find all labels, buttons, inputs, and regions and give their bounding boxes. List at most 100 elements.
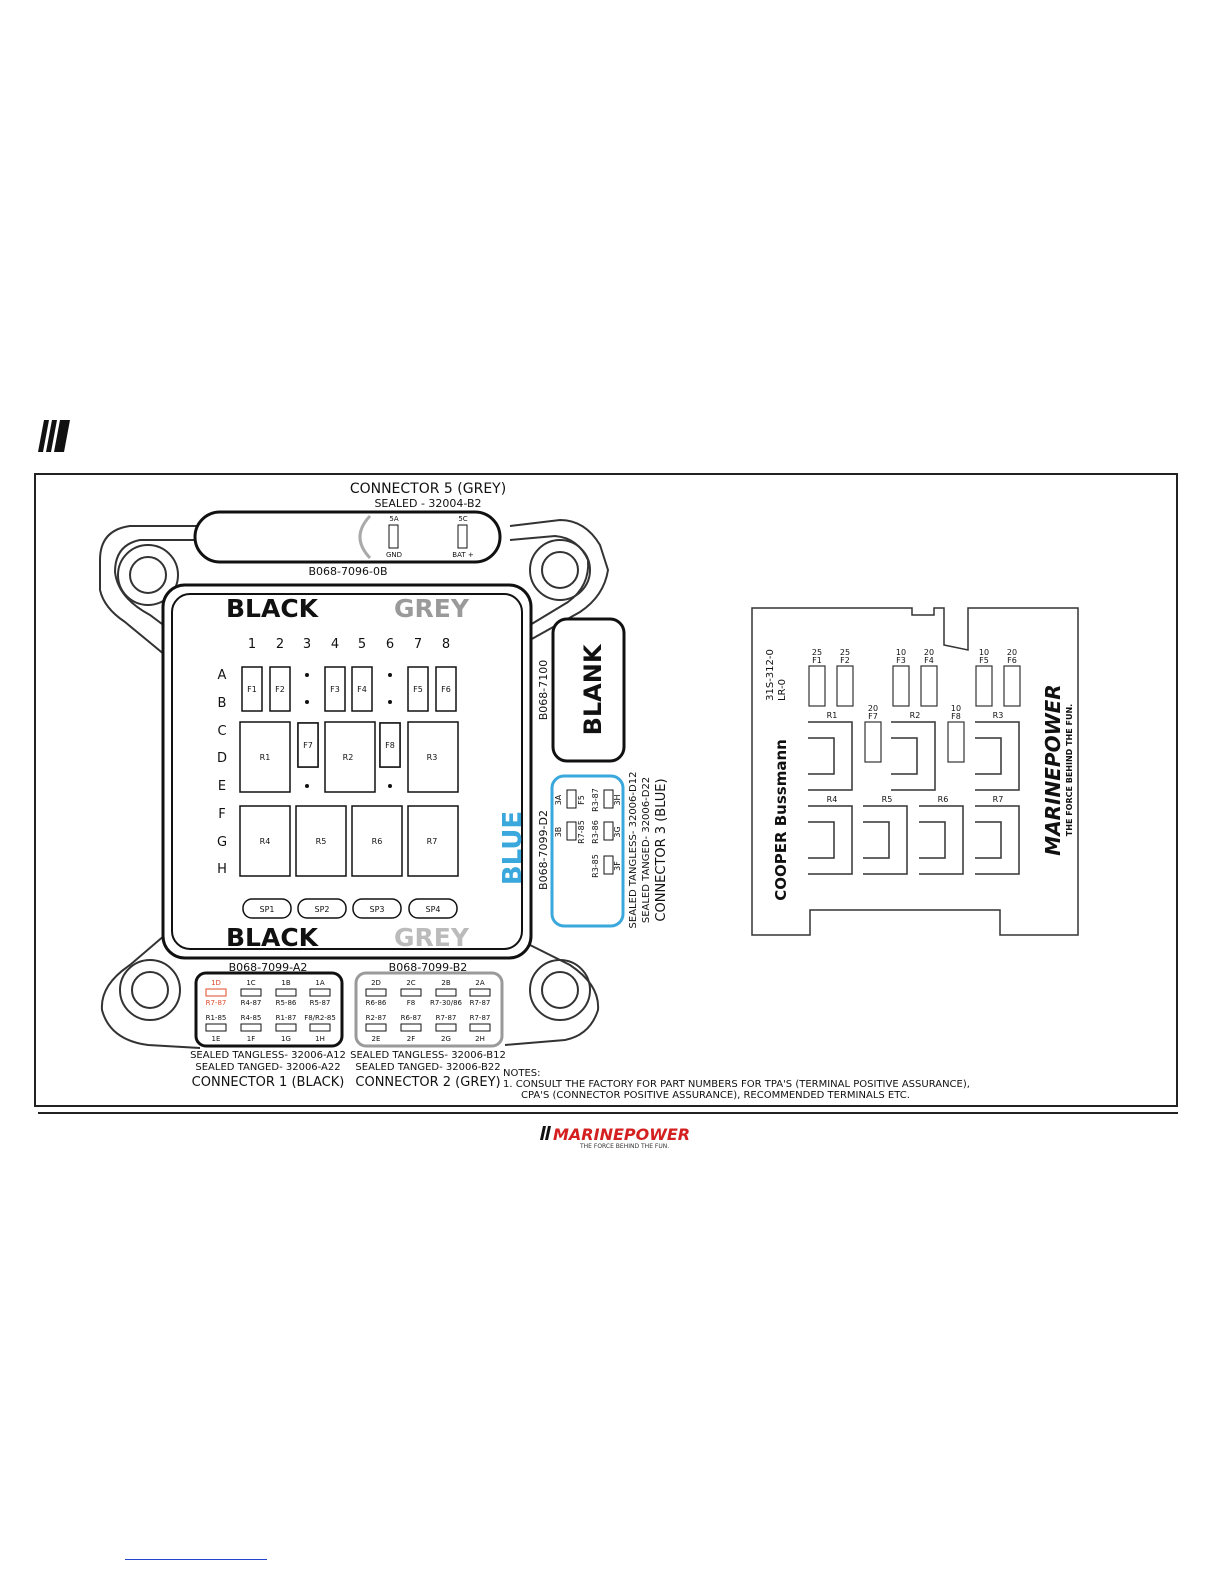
row-label: A [218,668,227,683]
connector1-pin: 1C [246,979,255,987]
connector3-pin-label: F5 [577,795,586,805]
relay-card-outline [751,607,1079,936]
relay-labels: R1 R2 R3 R4 R5 R6 R7 [260,753,438,846]
row-labels: A B C D E F G H [217,668,227,877]
connector2-code: B068-7099-B2 [389,961,468,974]
connector3-pin-label: R3-87 [591,788,600,812]
connector3-color-label: BLUE [498,811,528,885]
row-label: G [217,835,227,850]
pin-slot [457,524,468,549]
connector5-pin-c-label: BAT + [452,551,474,559]
marinepower-card-logo: MARINEPOWER THE FORCE BEHIND THE FUN. [1041,684,1074,855]
relay-label: R3 [427,753,438,762]
connector3-pin-label: R3-86 [591,820,600,844]
spare-slots [242,898,458,919]
connector2-labels: R6-86 F8 R7-30/86 R7-87 R2-87 R6-87 R7-8… [366,999,491,1043]
relay-label: R1 [260,753,271,762]
connector2-pin-label: R6-86 [366,999,387,1007]
connector1-pin: 1B [281,979,290,987]
connector3-pins [566,789,614,875]
relay-label: R5 [316,837,327,846]
slash-stripes-icon [38,420,70,452]
row-label: H [217,862,227,877]
relay-label: R6 [372,837,383,846]
column-label: 2 [276,637,284,652]
connector1-top-pins: 1D 1C 1B 1A [211,979,325,987]
card-relay-label: R3 [993,711,1004,720]
connector2-pin: 2C [406,979,415,987]
fuse-label: F5 [413,685,423,694]
card-relay-labels: R1 R2 R3 R4 R5 R6 R7 [827,711,1004,804]
connector5-housing [193,510,502,564]
connector1-pin: 1G [281,1035,291,1043]
connector2-pin-label: R7-87 [470,1014,491,1022]
fuse-label: F6 [441,685,451,694]
card-fuse-rating: 10 [979,648,989,657]
card-fuse-rating: 10 [951,704,961,713]
card-relay-label: R1 [827,711,838,720]
module-inner-housing [171,593,523,950]
footer-tagline: THE FORCE BEHIND THE FUN. [579,1143,669,1150]
relay-sockets [239,721,459,877]
pin-slots [205,988,331,1032]
pin-slot [388,524,399,549]
slash-stripes-icon [540,1126,551,1140]
card-fuse-rating: 10 [896,648,906,657]
card-relay-label: R6 [938,795,949,804]
connector1-code: B068-7099-A2 [229,961,308,974]
connector5-title: CONNECTOR 5 (GREY) [350,481,506,497]
connector2-top-pins: 2D 2C 2B 2A [371,979,485,987]
card-brand: MARINEPOWER [1041,684,1065,855]
connector5-pin-a: 5A [389,515,398,523]
row-label: F [218,807,225,822]
connector1-tanged: SEALED TANGED- 32006-A22 [195,1062,340,1073]
column-label: 1 [248,637,256,652]
connector1-pin: 1E [212,1035,221,1043]
connector2-pin-label: R6-87 [401,1014,422,1022]
connector3-pin: 3A [554,794,563,805]
connector1-pin-label: R1-87 [276,1014,297,1022]
column-label: 4 [331,637,339,652]
connector2-pin: 2E [372,1035,381,1043]
card-relay-label: R5 [882,795,893,804]
connector1-top-labels: R7-87 R4-87 R5-86 R5-87 [206,999,331,1007]
connector3-tangless: SEALED TANGLESS- 32006-D12 [628,772,639,929]
connector3-pin-label: R3-85 [591,854,600,878]
spare-label: SP4 [426,905,441,914]
bottom-link-underline [125,1559,267,1560]
card-fuse-label: F4 [924,656,934,665]
card-fuse-label: F7 [868,712,878,721]
connector1-pin: 1D [211,979,221,987]
spare-cavities [305,673,392,788]
fuse-label: F2 [275,685,285,694]
connector2-pin-label: R7-87 [470,999,491,1007]
card-relay-slots [808,721,1020,875]
card-fuse-rating: 20 [868,704,878,713]
block-label-bottom-left: BLACK [226,923,320,952]
connector2-pin-label: R2-87 [366,1014,387,1022]
connector1-pin: 1H [315,1035,325,1043]
connector2-pin-label: R7-87 [436,1014,457,1022]
column-label: 8 [442,637,450,652]
connector5-pin-a-label: GND [386,551,402,559]
card-relay-label: R2 [910,711,921,720]
connector2-title: CONNECTOR 2 (GREY) [355,1075,500,1090]
spare-label: SP2 [315,905,330,914]
connector3-pin: 3F [613,861,622,871]
blank-code: B068-7100 [537,660,550,721]
spare-label: SP1 [260,905,275,914]
connector2-tangless: SEALED TANGLESS- 32006-B12 [350,1050,506,1061]
column-label: 5 [358,637,366,652]
connector1-pin: 1F [247,1035,255,1043]
card-fuse-labels: 25 F1 25 F2 10 F3 20 F4 10 F5 20 F6 20 F… [812,648,1017,721]
connector1-title: CONNECTOR 1 (BLACK) [192,1075,345,1090]
blank-plug [551,617,626,763]
connector3-tanged: SEALED TANGED- 32006-D22 [641,777,652,923]
block-label-bottom-right: GREY [394,923,470,952]
connector5-part: SEALED - 32004-B2 [374,497,481,510]
fuse-label: F4 [357,685,367,694]
connector1-pin-label: F8/R2-85 [304,1014,336,1022]
column-label: 7 [414,637,422,652]
column-label: 6 [386,637,394,652]
footer-logo: MARINEPOWER THE FORCE BEHIND THE FUN. [540,1125,690,1150]
